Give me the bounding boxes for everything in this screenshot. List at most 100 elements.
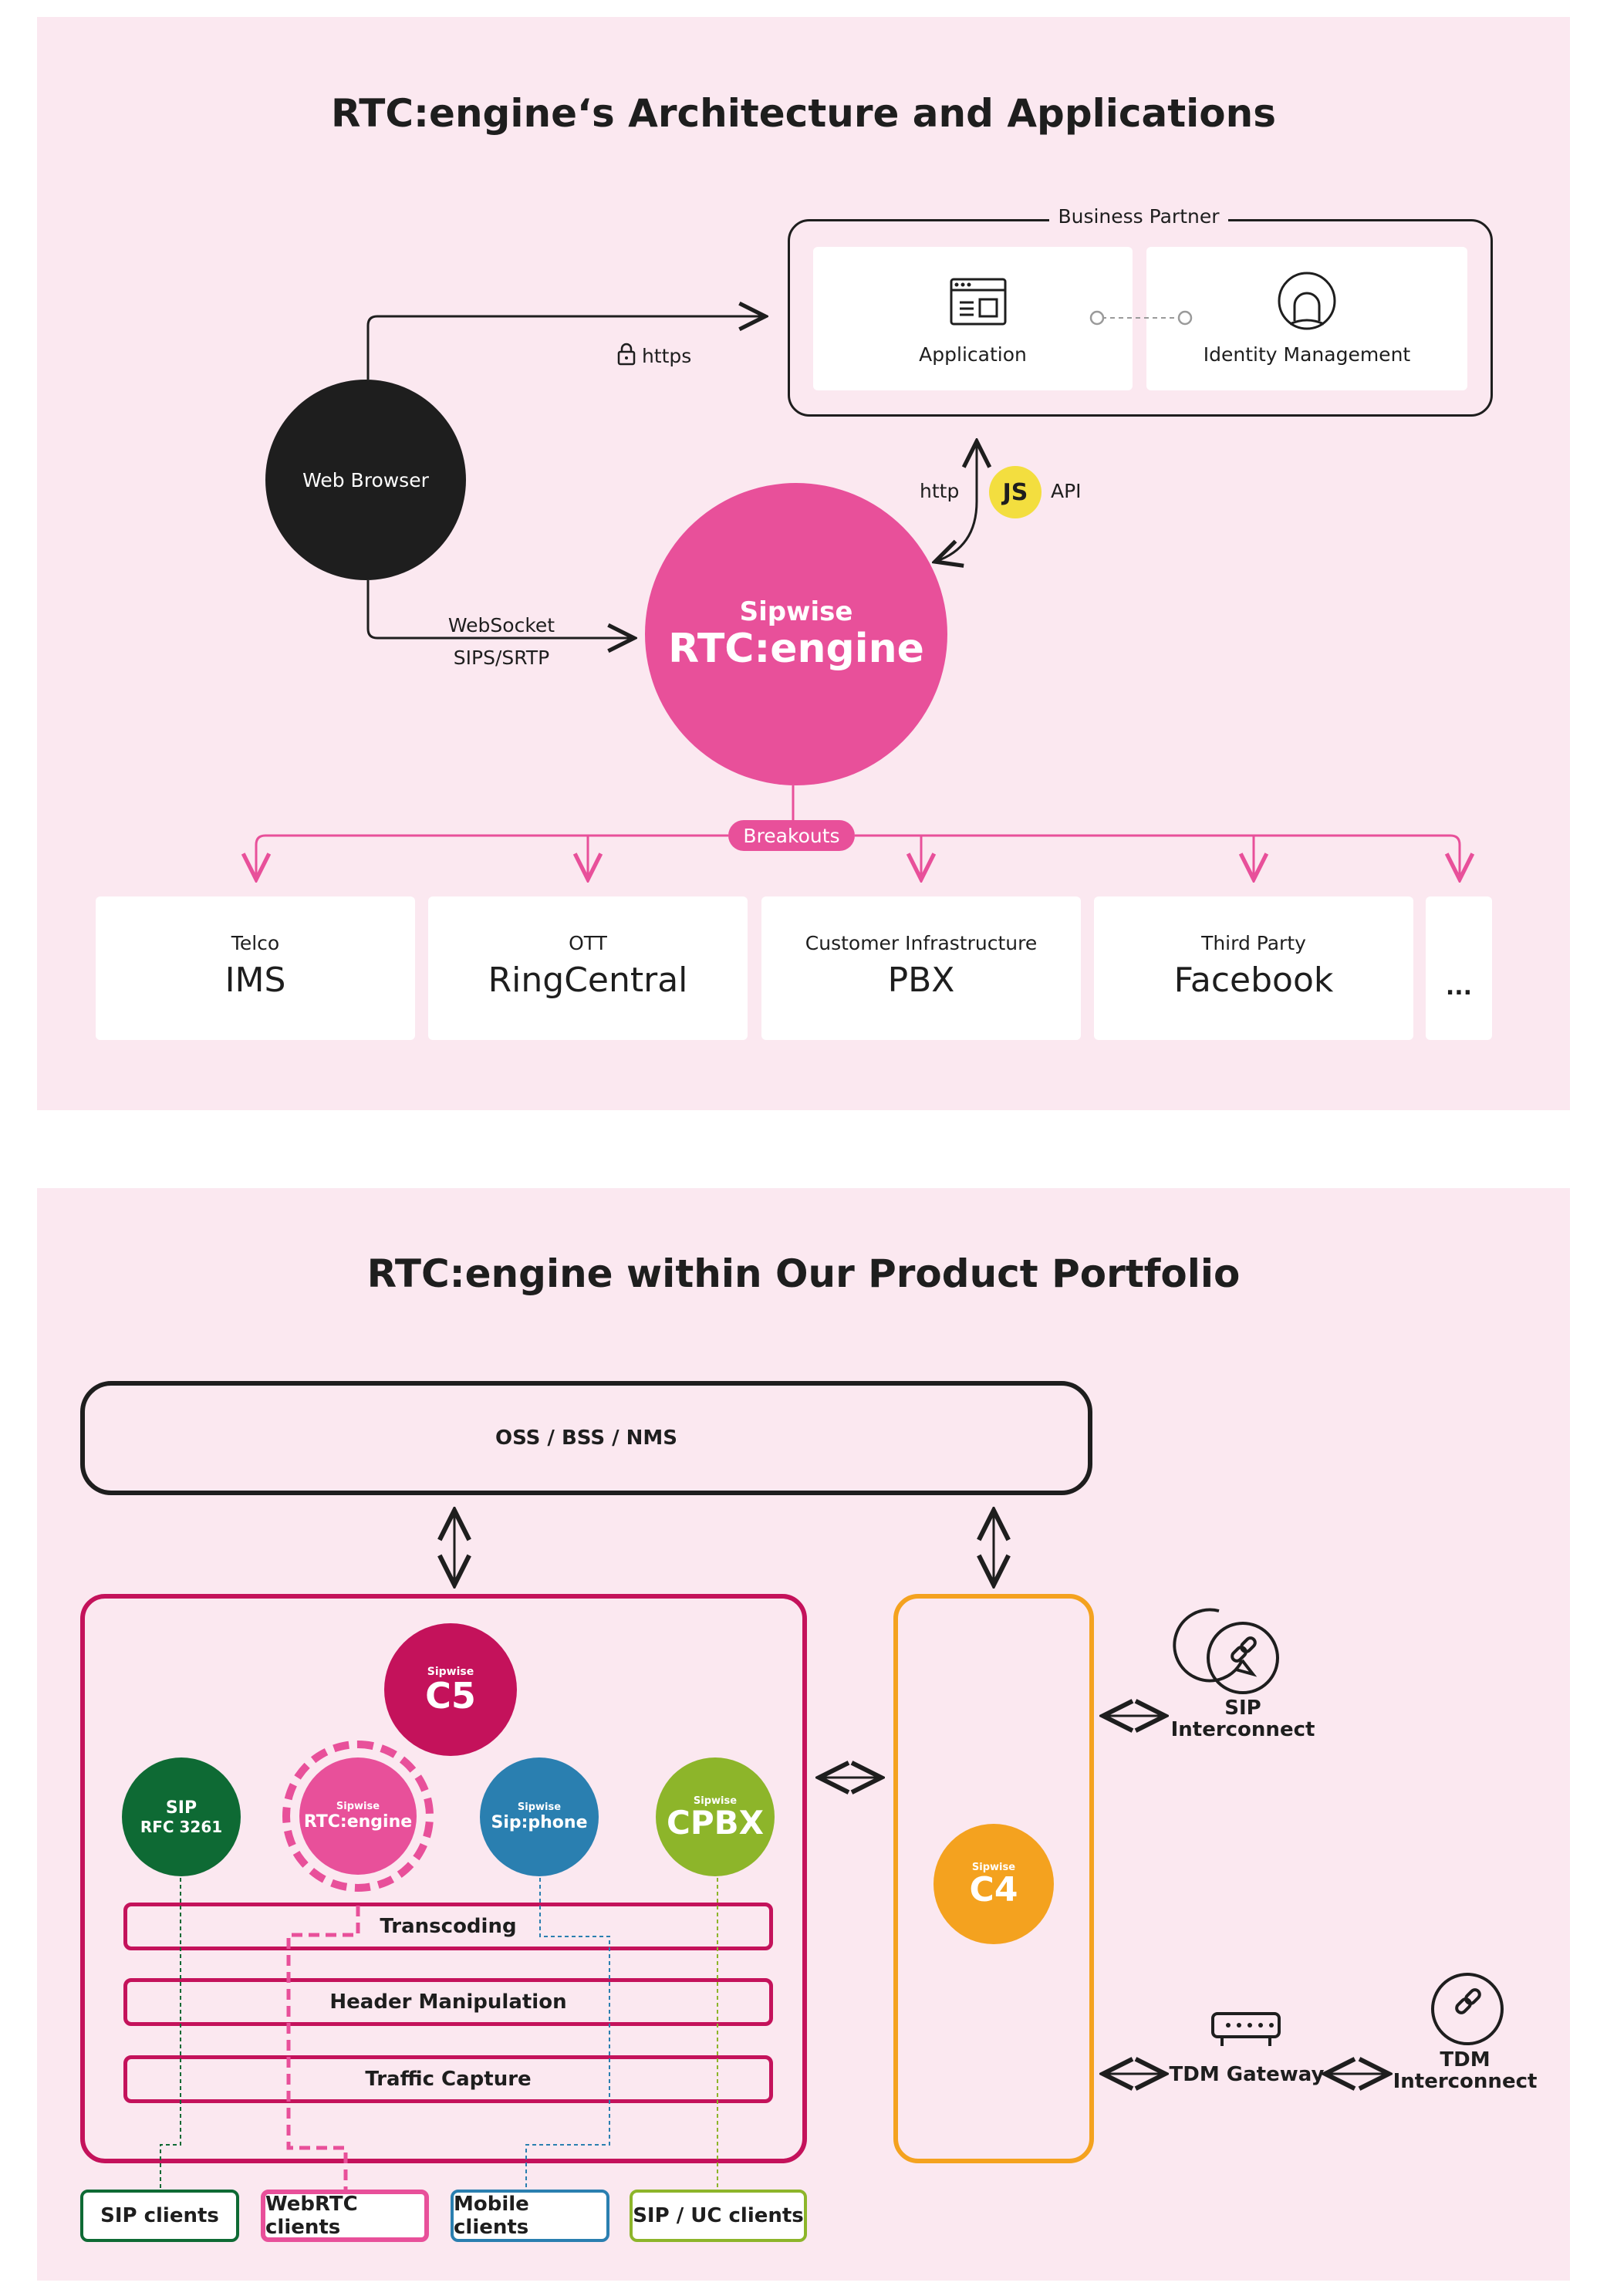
cpbx-name: CPBX bbox=[667, 1803, 764, 1842]
target-more: ... bbox=[1426, 974, 1492, 1001]
websocket-label: WebSocket SIPS/SRTP bbox=[432, 609, 571, 674]
web-browser-label: Web Browser bbox=[302, 468, 429, 491]
architecture-title: RTC:engine‘s Architecture and Applicatio… bbox=[330, 91, 1277, 136]
api-label: API bbox=[1051, 480, 1082, 502]
sipphone-brand: Sipwise bbox=[517, 1801, 562, 1813]
target-card-ott bbox=[428, 896, 748, 1040]
tdm-gateway-router-icon bbox=[1211, 2012, 1281, 2046]
link-endpoint bbox=[1089, 310, 1105, 326]
cpbx-brand: Sipwise bbox=[693, 1795, 738, 1807]
breakouts-label: Breakouts bbox=[743, 824, 840, 847]
sipphone-name: Sip:phone bbox=[491, 1813, 588, 1832]
link-icon bbox=[1455, 1988, 1481, 2014]
rtc-engine-name: RTC:engine bbox=[668, 626, 924, 672]
uc-clients-label: SIP / UC clients bbox=[633, 2204, 804, 2227]
header-manipulation-label: Header Manipulation bbox=[329, 1990, 567, 2014]
target-category: Telco bbox=[231, 932, 280, 954]
c4-node: Sipwise C4 bbox=[933, 1824, 1054, 1944]
target-third-party: Third Party Facebook bbox=[1094, 932, 1413, 1000]
portfolio-title: RTC:engine within Our Product Portfolio bbox=[366, 1251, 1241, 1296]
target-name: ... bbox=[1445, 974, 1473, 1001]
c4-brand: Sipwise bbox=[971, 1861, 1016, 1873]
https-connector bbox=[366, 316, 765, 380]
target-card-third-party bbox=[1094, 896, 1413, 1040]
webrtc-client-connector bbox=[286, 1906, 360, 2190]
target-card-telco bbox=[96, 896, 415, 1040]
link-endpoint bbox=[1177, 310, 1193, 326]
websocket-connector bbox=[366, 580, 634, 638]
sip-interconnect-label: SIP Interconnect bbox=[1162, 1697, 1324, 1741]
oss-bss-nms-label: OSS / BSS / NMS bbox=[495, 1427, 678, 1450]
c4-name: C4 bbox=[969, 1869, 1018, 1909]
c5-name: C5 bbox=[425, 1675, 476, 1717]
js-badge: JS bbox=[989, 466, 1042, 518]
target-ott: OTT RingCentral bbox=[428, 932, 748, 1000]
tdm-interconnect-line1: TDM bbox=[1440, 2048, 1491, 2071]
router-lights bbox=[1226, 2023, 1274, 2028]
link-icon bbox=[1231, 1636, 1257, 1663]
oss-bss-nms-box: OSS / BSS / NMS bbox=[80, 1381, 1092, 1495]
window-dots bbox=[954, 282, 971, 287]
target-name: RingCentral bbox=[488, 961, 688, 1000]
traffic-capture-bar: Traffic Capture bbox=[123, 2055, 773, 2103]
sip-interconnect-chat-icon bbox=[1173, 1608, 1279, 1694]
js-label: JS bbox=[1002, 478, 1028, 506]
webrtc-clients-box: WebRTC clients bbox=[261, 2190, 429, 2242]
transcoding-label: Transcoding bbox=[380, 1915, 517, 1938]
webrtc-clients-label: WebRTC clients bbox=[265, 2193, 358, 2239]
target-category: Customer Infrastructure bbox=[805, 932, 1038, 954]
tdm-interconnect-line2: Interconnect bbox=[1393, 2070, 1538, 2093]
rtc-engine-brand: Sipwise bbox=[739, 596, 853, 627]
rtc-brand: Sipwise bbox=[336, 1801, 380, 1812]
sipphone-node: Sipwise Sip:phone bbox=[480, 1757, 599, 1876]
traffic-capture-label: Traffic Capture bbox=[365, 2068, 532, 2091]
uc-clients-box: SIP / UC clients bbox=[630, 2190, 807, 2242]
business-partner-label: Business Partner bbox=[1049, 205, 1228, 228]
breakout-bus bbox=[255, 834, 1460, 880]
identity-management-card bbox=[1146, 247, 1467, 390]
mobile-client-connector bbox=[525, 1878, 610, 2190]
tdm-interconnect-chat-icon bbox=[1431, 1973, 1504, 2045]
target-name: Facebook bbox=[1173, 961, 1334, 1000]
sip-interconnect-line2: Interconnect bbox=[1170, 1718, 1315, 1741]
target-name: IMS bbox=[225, 961, 286, 1000]
sip-label: SIP bbox=[165, 1798, 197, 1818]
target-category: Third Party bbox=[1201, 932, 1306, 954]
mobile-clients-box: Mobile clients bbox=[451, 2190, 609, 2242]
sip-interconnect-line1: SIP bbox=[1224, 1697, 1261, 1720]
tdm-gateway-label: TDM Gateway bbox=[1169, 2063, 1325, 2086]
lock-icon bbox=[617, 343, 636, 366]
sips-srtp-text: SIPS/SRTP bbox=[453, 647, 550, 669]
application-label: Application bbox=[919, 343, 1027, 366]
web-browser-node: Web Browser bbox=[265, 380, 466, 580]
rtc-engine-small-node: Sipwise RTC:engine bbox=[299, 1757, 417, 1875]
c5-node: Sipwise C5 bbox=[384, 1623, 517, 1756]
c5-brand: Sipwise bbox=[427, 1666, 474, 1678]
c5-platform-box bbox=[80, 1594, 807, 2163]
sip-client-connector bbox=[160, 1878, 181, 2190]
architecture-connectors bbox=[0, 272, 1607, 1111]
sip-clients-box: SIP clients bbox=[80, 2190, 239, 2242]
https-text: https bbox=[641, 345, 692, 367]
sip-rfc-node: SIP RFC 3261 bbox=[122, 1757, 241, 1876]
target-card-more bbox=[1426, 896, 1492, 1040]
application-card bbox=[813, 247, 1133, 390]
rtc-engine-dashed-ring bbox=[282, 1741, 434, 1892]
cpbx-node: Sipwise CPBX bbox=[656, 1757, 775, 1876]
identity-management-label: Identity Management bbox=[1203, 343, 1411, 366]
target-telco: Telco IMS bbox=[96, 932, 415, 1000]
application-window-icon bbox=[950, 278, 1007, 326]
rtc-name: RTC:engine bbox=[303, 1812, 413, 1832]
transcoding-bar: Transcoding bbox=[123, 1903, 773, 1950]
websocket-text: WebSocket bbox=[447, 614, 555, 636]
mobile-clients-label: Mobile clients bbox=[454, 2193, 529, 2239]
target-name: PBX bbox=[887, 961, 955, 1000]
rfc-label: RFC 3261 bbox=[140, 1817, 223, 1836]
https-label: https bbox=[617, 343, 691, 367]
rtc-engine-node: Sipwise RTC:engine bbox=[645, 483, 947, 785]
tdm-interconnect-label: TDM Interconnect bbox=[1384, 2049, 1546, 2092]
header-manipulation-bar: Header Manipulation bbox=[123, 1978, 773, 2026]
c4-platform-box bbox=[893, 1594, 1094, 2163]
sip-clients-label: SIP clients bbox=[100, 2204, 219, 2227]
breakouts-pill: Breakouts bbox=[728, 820, 855, 851]
